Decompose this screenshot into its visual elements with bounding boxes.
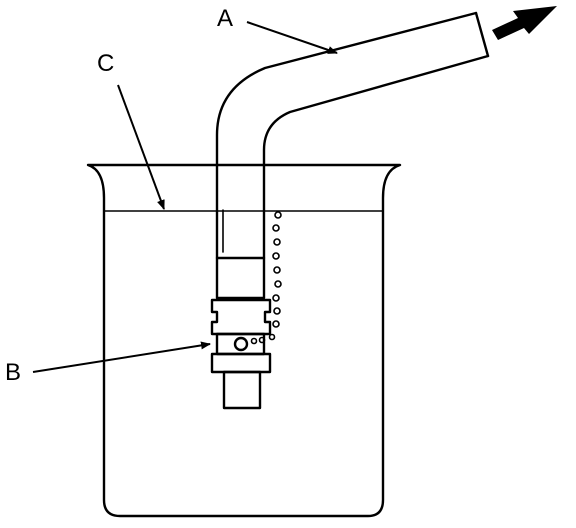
arrow-left-down-icon [492,6,557,40]
valve-port-hole [233,336,249,352]
beaker-outline [86,163,402,518]
callout-c: C [97,50,114,77]
valve-upper-body [215,256,266,300]
hose-end [474,11,490,58]
bubble [273,307,281,315]
leader-c [117,84,165,210]
hose-inner-wall [262,54,490,260]
hose-outer-wall [215,11,478,260]
leader-a [246,21,338,54]
air-bubbles [250,211,282,345]
valve-ribbed-collar [210,298,272,336]
bubble [272,294,280,302]
bubble [258,336,266,344]
bubble [272,224,280,232]
callout-b: B [5,359,21,386]
bubble [274,211,282,219]
valve-lower-flange [210,352,272,374]
valve-assembly [210,256,272,410]
hose [215,11,490,260]
bubble [273,238,281,246]
callout-a: A [217,5,233,32]
leader-b [32,341,211,373]
bubble [268,333,276,341]
bubble [272,320,280,328]
bubble [272,252,280,260]
beaker [86,163,402,518]
bubble [274,280,282,288]
bubble [273,266,281,274]
bubble [250,337,258,345]
valve-tip [222,370,262,410]
